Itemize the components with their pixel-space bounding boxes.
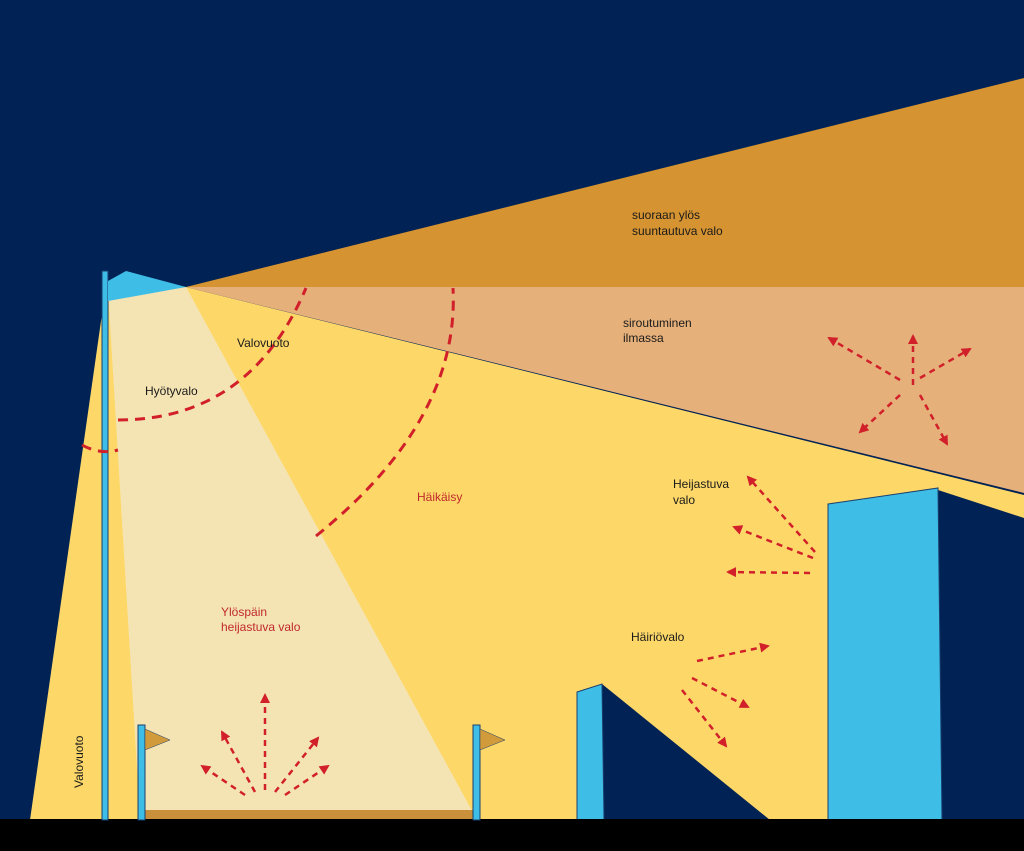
flag-pole-right xyxy=(472,724,481,821)
label-reflected-up-1: Ylöspäin xyxy=(221,605,267,619)
dashed-arcs xyxy=(81,287,455,538)
tall-building-shadow xyxy=(938,490,1024,820)
label-upward-light-1: suoraan ylös xyxy=(632,208,700,222)
arrows-scattering xyxy=(827,334,972,446)
flag-right xyxy=(479,728,506,751)
arc-glare-boundary xyxy=(315,287,455,538)
light-pole xyxy=(101,270,109,821)
arc-useful-boundary xyxy=(117,287,308,422)
label-scattering-2: ilmassa xyxy=(623,331,664,345)
small-building xyxy=(576,683,605,821)
label-upward-light-2: suuntautuva valo xyxy=(632,224,723,238)
ground xyxy=(0,819,1024,851)
useful-light-cone xyxy=(108,287,476,818)
label-useful-light: Hyötyvalo xyxy=(145,384,198,398)
label-glare: Häikäisy xyxy=(417,490,462,504)
label-reflected-up-2: heijastuva valo xyxy=(221,620,301,634)
tall-building xyxy=(827,487,943,821)
small-building-shadow xyxy=(602,684,770,820)
flag-pole-left xyxy=(137,724,146,821)
scattering-region xyxy=(186,287,1024,493)
label-obtrusive-light: Häiriövalo xyxy=(631,630,685,644)
arrows-obtrusive xyxy=(681,642,770,748)
flag-left xyxy=(144,728,171,751)
label-light-spill-top: Valovuoto xyxy=(237,336,290,350)
arrows-reflective xyxy=(726,475,816,578)
label-reflective-1: Heijastuva xyxy=(673,477,729,491)
label-scattering-1: siroutuminen xyxy=(623,316,692,330)
upward-light-region xyxy=(186,78,1024,287)
arrows-reflected-up xyxy=(200,693,330,797)
label-light-spill-left: Valovuoto xyxy=(72,735,86,788)
luminaire xyxy=(108,271,186,301)
sports-field xyxy=(145,810,475,819)
arc-left-stub xyxy=(81,443,119,454)
label-reflective-2: valo xyxy=(673,493,695,507)
